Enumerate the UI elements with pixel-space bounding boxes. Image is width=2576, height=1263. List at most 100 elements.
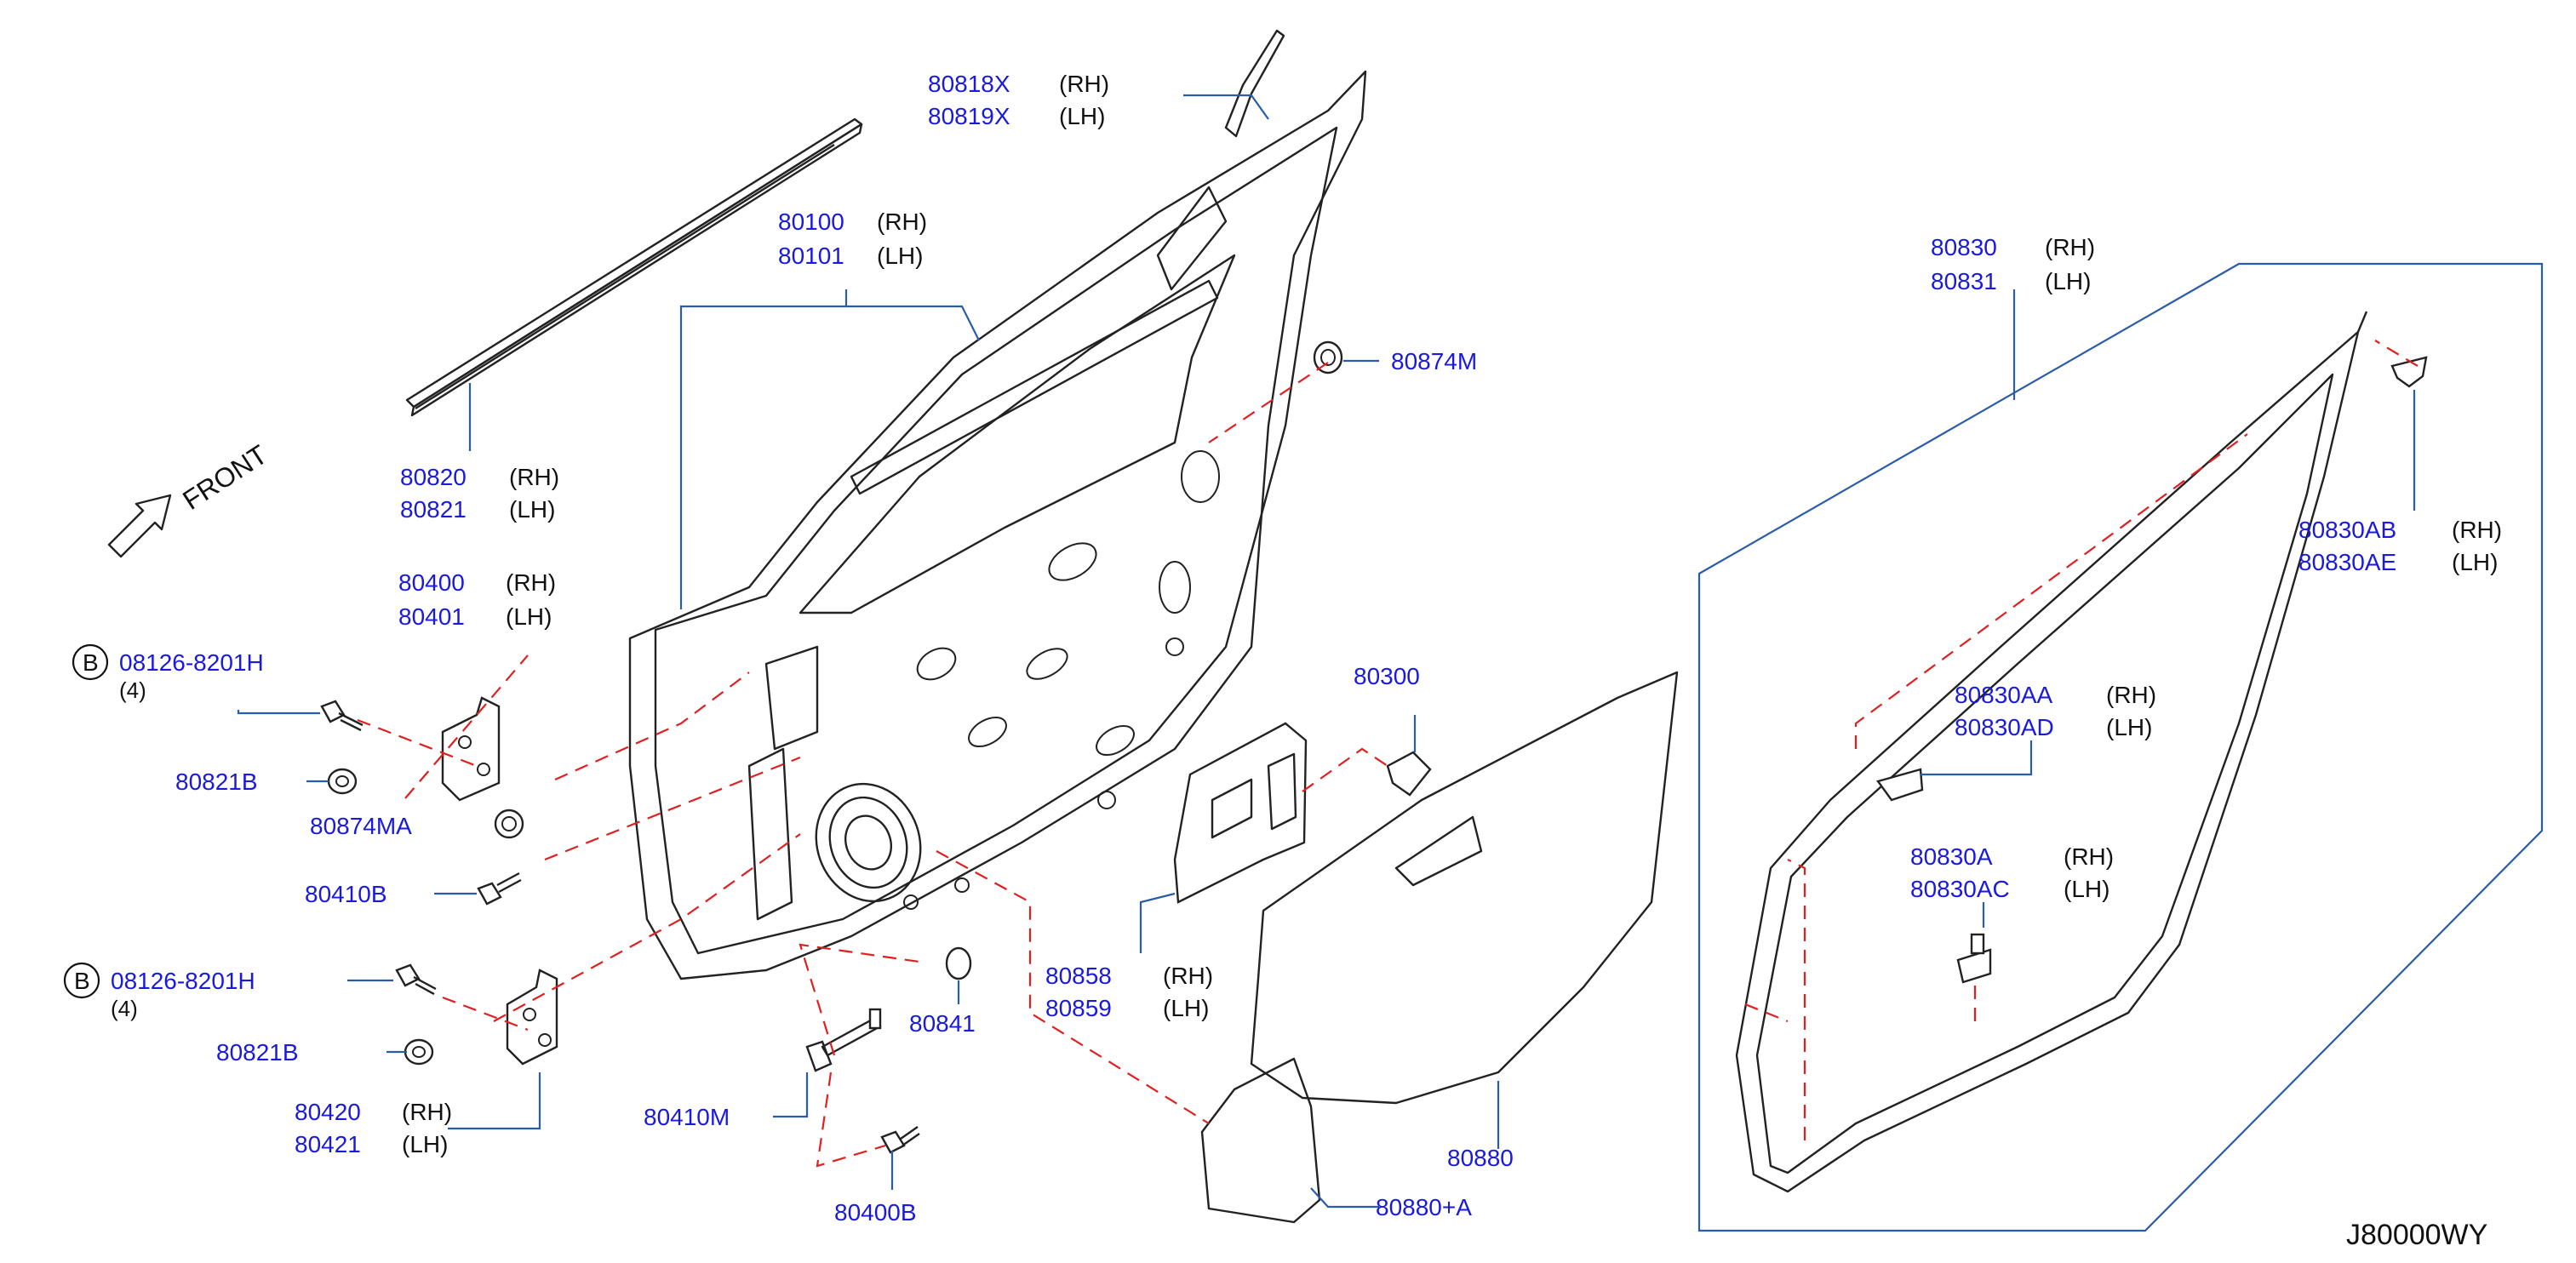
sealing-screen-patch-part bbox=[1200, 1057, 1321, 1224]
part-number[interactable]: 80821B bbox=[175, 769, 258, 795]
bolt-icon bbox=[477, 872, 522, 906]
side-label: (RH) bbox=[402, 1099, 452, 1125]
quantity-label: (4) bbox=[111, 996, 138, 1021]
clip-part bbox=[1386, 751, 1432, 797]
callout-80830AB[interactable]: 80830AB (RH) 80830AE (LH) bbox=[2298, 517, 2502, 575]
bolt-circle-letter: B bbox=[74, 968, 90, 994]
callout-80818X[interactable]: 80818X (RH) 80819X (LH) bbox=[928, 71, 1109, 129]
part-number[interactable]: 80831 bbox=[1931, 268, 1997, 294]
side-label: (RH) bbox=[506, 569, 556, 596]
part-number[interactable]: 08126-8201H bbox=[111, 968, 255, 994]
side-label: (RH) bbox=[2452, 517, 2502, 543]
callout-80830A[interactable]: 80830A (RH) 80830AC (LH) bbox=[1910, 843, 2114, 902]
part-number[interactable]: 80830A bbox=[1910, 843, 1993, 870]
part-number[interactable]: 80401 bbox=[398, 603, 465, 630]
part-number[interactable]: 80820 bbox=[400, 464, 467, 490]
part-number[interactable]: 80830AA bbox=[1955, 682, 2053, 708]
callout-80821B-upper[interactable]: 80821B bbox=[175, 769, 258, 795]
part-number[interactable]: 80100 bbox=[778, 209, 844, 235]
nut-icon bbox=[327, 768, 358, 795]
bolt-circle-letter: B bbox=[83, 649, 99, 676]
callout-bolt-08126-8201H-lower[interactable]: B 08126-8201H (4) bbox=[63, 962, 255, 1021]
bracket-part bbox=[1173, 722, 1308, 904]
part-number[interactable]: 80830 bbox=[1931, 234, 1997, 260]
callout-80400B[interactable]: 80400B bbox=[834, 1199, 917, 1226]
part-number[interactable]: 80819X bbox=[928, 103, 1010, 129]
part-number[interactable]: 80880+A bbox=[1376, 1194, 1472, 1220]
part-number[interactable]: 80421 bbox=[295, 1131, 361, 1157]
side-label: (LH) bbox=[1059, 103, 1105, 129]
part-number[interactable]: 80410B bbox=[305, 881, 387, 907]
weatherstrip-part bbox=[1735, 311, 2368, 1193]
part-number[interactable]: 80400B bbox=[834, 1199, 917, 1226]
part-number[interactable]: 08126-8201H bbox=[119, 649, 264, 676]
bolt-icon bbox=[880, 1126, 920, 1154]
part-number[interactable]: 80874MA bbox=[310, 813, 412, 839]
callout-80830[interactable]: 80830 (RH) 80831 (LH) bbox=[1931, 234, 2095, 294]
side-label: (LH) bbox=[2045, 268, 2091, 294]
side-label: (RH) bbox=[2045, 234, 2095, 260]
part-number[interactable]: 80420 bbox=[295, 1099, 361, 1125]
upper-hinge-part bbox=[441, 696, 501, 802]
callout-80300[interactable]: 80300 bbox=[1354, 663, 1420, 689]
side-label: (LH) bbox=[2064, 876, 2109, 902]
callout-80880[interactable]: 80880 bbox=[1447, 1145, 1514, 1171]
side-label: (RH) bbox=[2064, 843, 2114, 870]
part-number[interactable]: 80841 bbox=[909, 1010, 976, 1037]
callout-80841[interactable]: 80841 bbox=[909, 1010, 976, 1037]
part-number[interactable]: 80410M bbox=[644, 1104, 730, 1130]
part-number[interactable]: 80821B bbox=[216, 1039, 299, 1066]
side-label: (LH) bbox=[877, 243, 923, 269]
bolt-icon bbox=[320, 700, 364, 732]
part-number[interactable]: 80858 bbox=[1045, 963, 1112, 989]
side-label: (LH) bbox=[2452, 549, 2498, 575]
part-number[interactable]: 80818X bbox=[928, 71, 1010, 97]
part-number[interactable]: 80874M bbox=[1391, 348, 1477, 374]
front-arrow-icon: FRONT bbox=[107, 439, 272, 558]
side-label: (RH) bbox=[877, 209, 927, 235]
side-label: (LH) bbox=[509, 496, 555, 523]
side-label: (LH) bbox=[2106, 714, 2152, 740]
callout-80420[interactable]: 80420 (RH) 80421 (LH) bbox=[295, 1099, 452, 1157]
part-number[interactable]: 80821 bbox=[400, 496, 467, 523]
callout-80830AA[interactable]: 80830AA (RH) 80830AD (LH) bbox=[1955, 682, 2156, 740]
callout-80821B-lower[interactable]: 80821B bbox=[216, 1039, 299, 1066]
side-label: (RH) bbox=[1163, 963, 1213, 989]
leader-lines bbox=[237, 94, 2544, 1232]
part-number[interactable]: 80859 bbox=[1045, 995, 1112, 1021]
outside-moulding-part bbox=[405, 117, 863, 417]
callout-80820[interactable]: 80820 (RH) 80821 (LH) bbox=[400, 464, 559, 523]
bolt-icon bbox=[395, 963, 437, 996]
part-number[interactable]: 80400 bbox=[398, 569, 465, 596]
sash-trim-part bbox=[1156, 29, 1285, 291]
part-number[interactable]: 80300 bbox=[1354, 663, 1420, 689]
callout-80100[interactable]: 80100 (RH) 80101 (LH) bbox=[778, 209, 927, 269]
front-label: FRONT bbox=[177, 439, 272, 516]
callout-80874M[interactable]: 80874M bbox=[1391, 348, 1477, 374]
callout-80880A[interactable]: 80880+A bbox=[1376, 1194, 1472, 1220]
part-number[interactable]: 80830AE bbox=[2298, 549, 2396, 575]
bolt-circle-icon bbox=[72, 643, 109, 681]
sealing-screen-part bbox=[1250, 671, 1679, 1105]
nut-icon bbox=[404, 1038, 434, 1066]
part-number[interactable]: 80830AB bbox=[2298, 517, 2396, 543]
part-number[interactable]: 80830AD bbox=[1955, 714, 2054, 740]
callout-80410B[interactable]: 80410B bbox=[305, 881, 387, 907]
clip-icon bbox=[1876, 768, 1924, 802]
plug-icon bbox=[945, 946, 972, 980]
clip-icon bbox=[2390, 356, 2428, 388]
part-number[interactable]: 80101 bbox=[778, 243, 844, 269]
callout-bolt-08126-8201H-upper[interactable]: B 08126-8201H (4) bbox=[72, 643, 264, 703]
callout-80400[interactable]: 80400 (RH) 80401 (LH) bbox=[398, 569, 556, 630]
callout-80874MA[interactable]: 80874MA bbox=[310, 813, 412, 839]
part-number[interactable]: 80880 bbox=[1447, 1145, 1514, 1171]
callout-80858[interactable]: 80858 (RH) 80859 (LH) bbox=[1045, 963, 1213, 1021]
side-label: (RH) bbox=[1059, 71, 1109, 97]
lower-hinge-part bbox=[506, 969, 558, 1066]
callout-80410M[interactable]: 80410M bbox=[644, 1104, 730, 1130]
diagram-code: J80000WY bbox=[2346, 1219, 2487, 1251]
side-label: (LH) bbox=[506, 603, 552, 630]
grommet-icon bbox=[494, 809, 524, 839]
part-number[interactable]: 80830AC bbox=[1910, 876, 2010, 902]
door-check-part bbox=[805, 1008, 882, 1072]
